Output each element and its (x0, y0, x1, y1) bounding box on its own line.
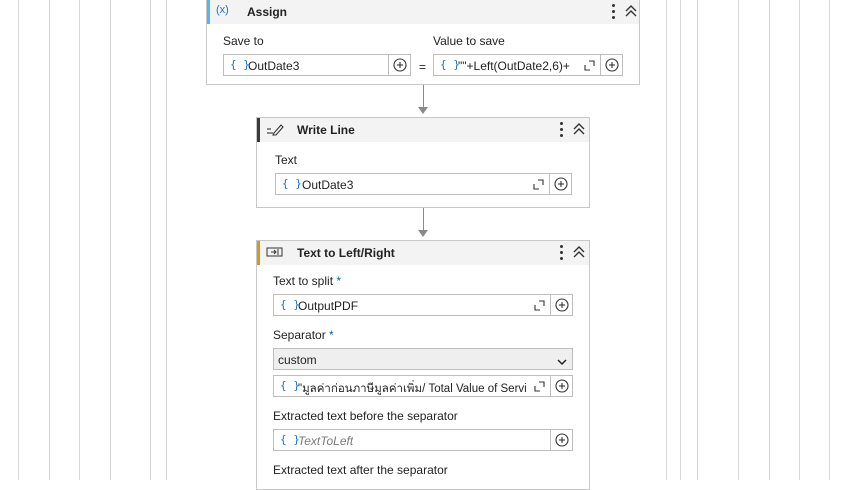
expression-icon: { } (230, 58, 250, 71)
canvas-guide-line (110, 0, 111, 480)
expression-icon: { } (282, 177, 302, 190)
expression-icon: { } (440, 58, 460, 71)
canvas-guide-line (799, 0, 800, 480)
add-variable-button[interactable] (388, 55, 410, 75)
text-to-split-field[interactable]: { } OutputPDF (273, 294, 573, 316)
canvas-guide-line (166, 0, 167, 480)
write-line-activity[interactable]: Write Line Text { } OutDate3 (256, 117, 590, 208)
canvas-guide-line (680, 0, 681, 480)
text-to-split-label: Text to split * (273, 274, 341, 288)
collapse-icon[interactable] (572, 245, 586, 259)
expand-editor-icon[interactable] (584, 60, 595, 71)
expression-icon: { } (280, 433, 300, 446)
more-options-icon[interactable] (554, 243, 568, 261)
split-text-icon (266, 246, 284, 261)
separator-label: Separator * (273, 328, 334, 342)
expand-editor-icon[interactable] (534, 300, 545, 311)
custom-separator-field[interactable]: { } "มูลค่าก่อนภาษีมูลค่าเพิ่ม/ Total Va… (273, 375, 573, 397)
custom-separator-value: "มูลค่าก่อนภาษีมูลค่าเพิ่ม/ Total Value … (298, 383, 526, 395)
more-options-icon[interactable] (606, 2, 620, 20)
text-to-left-right-activity[interactable]: Text to Left/Right Text to split * { } O… (256, 240, 590, 490)
add-variable-button[interactable] (600, 55, 622, 75)
assign-title: Assign (247, 5, 288, 19)
before-separator-placeholder: TextToLeft (298, 434, 354, 448)
more-options-icon[interactable] (554, 120, 568, 138)
assign-activity[interactable]: (x) Assign Save to Value to save { } Out… (206, 0, 640, 85)
value-to-save-field[interactable]: { } ""+Left(OutDate2,6)+ (433, 54, 623, 76)
collapse-icon[interactable] (572, 122, 586, 136)
canvas-guide-line (49, 0, 50, 480)
required-mark: * (329, 328, 334, 342)
flow-connector (423, 208, 424, 231)
add-variable-button[interactable] (549, 174, 571, 194)
flow-arrow (418, 107, 428, 114)
save-to-label: Save to (223, 34, 264, 48)
expression-icon: { } (280, 379, 300, 392)
pen-icon (266, 122, 284, 139)
equals-sign: = (419, 60, 427, 74)
collapse-icon[interactable] (624, 4, 638, 18)
separator-label-text: Separator (273, 328, 326, 342)
text-split-header[interactable]: Text to Left/Right (257, 241, 589, 265)
write-line-title: Write Line (297, 123, 355, 137)
text-label: Text (275, 153, 298, 167)
separator-select[interactable]: custom (273, 348, 573, 370)
value-to-save-label: Value to save (433, 34, 505, 48)
canvas-guide-line (738, 0, 739, 480)
value-to-save-value: ""+Left(OutDate2,6)+ (458, 59, 570, 73)
variable-icon: (x) (216, 4, 229, 16)
save-to-value: OutDate3 (248, 59, 300, 73)
add-variable-button[interactable] (550, 430, 572, 450)
assign-header[interactable]: (x) Assign (207, 0, 639, 24)
add-variable-button[interactable] (550, 376, 572, 396)
flow-connector (423, 85, 424, 108)
expand-editor-icon[interactable] (533, 179, 544, 190)
add-variable-button[interactable] (550, 295, 572, 315)
canvas-guide-line (150, 0, 151, 480)
expression-icon: { } (280, 298, 300, 311)
canvas-guide-line (18, 0, 19, 480)
text-to-split-label-text: Text to split (273, 274, 334, 288)
before-separator-label: Extracted text before the separator (273, 409, 458, 423)
canvas-guide-line (666, 0, 667, 480)
canvas-guide-line (79, 0, 80, 480)
canvas-guide-line (769, 0, 770, 480)
text-value: OutDate3 (302, 178, 354, 192)
expand-editor-icon[interactable] (534, 381, 545, 392)
canvas-guide-line (829, 0, 830, 480)
save-to-field[interactable]: { } OutDate3 (223, 54, 411, 76)
write-line-header[interactable]: Write Line (257, 118, 589, 142)
text-to-split-value: OutputPDF (298, 299, 359, 313)
text-field[interactable]: { } OutDate3 (275, 173, 572, 195)
text-split-title: Text to Left/Right (297, 246, 395, 260)
canvas-guide-line (697, 0, 698, 480)
required-mark: * (336, 274, 342, 288)
after-separator-label: Extracted text after the separator (273, 463, 448, 477)
chevron-down-icon (557, 355, 567, 369)
flow-arrow (418, 230, 428, 237)
separator-selected-value: custom (278, 353, 317, 367)
before-separator-field[interactable]: { } TextToLeft (273, 429, 573, 451)
